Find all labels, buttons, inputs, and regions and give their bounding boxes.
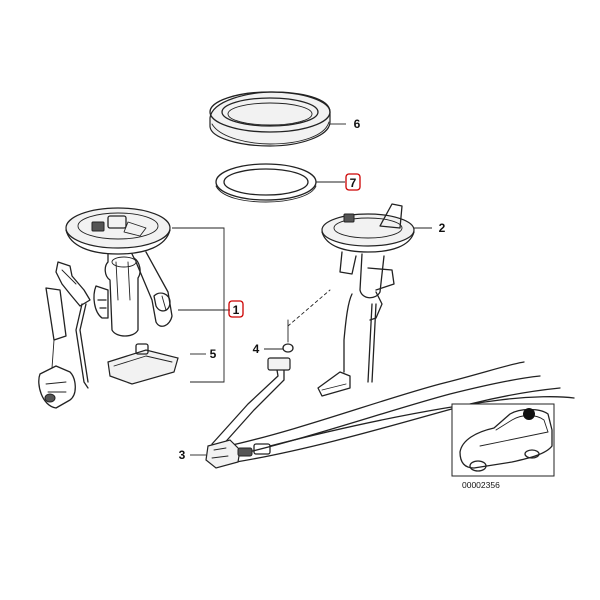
diagram-reference-code: 00002356 bbox=[462, 480, 500, 490]
part-2-fuel-level-sensor bbox=[317, 203, 415, 397]
callout-4: 4 bbox=[253, 342, 260, 356]
callout-label-5: 5 bbox=[210, 347, 217, 361]
part-6-seal-ring bbox=[209, 91, 331, 147]
part-7-gasket bbox=[215, 163, 317, 203]
fuel-tank-location-marker bbox=[523, 408, 535, 420]
callout-7: 7 bbox=[345, 173, 361, 191]
part-4-o-ring bbox=[282, 289, 331, 353]
part-5-filter bbox=[107, 343, 179, 385]
car-location-inset bbox=[451, 403, 555, 477]
callout-6: 6 bbox=[354, 117, 361, 131]
callout-label-2: 2 bbox=[439, 221, 446, 235]
callout-label-6: 6 bbox=[354, 117, 361, 131]
callout-label-7: 7 bbox=[350, 176, 357, 190]
part-1-bracket bbox=[172, 227, 225, 383]
callout-1: 1 bbox=[228, 300, 244, 318]
part-1-fuel-pump-assembly bbox=[38, 207, 173, 409]
callout-leaders bbox=[190, 123, 432, 456]
callout-label-3: 3 bbox=[179, 448, 186, 462]
callout-label-1: 1 bbox=[233, 303, 240, 317]
callout-label-4: 4 bbox=[253, 342, 260, 356]
callout-3: 3 bbox=[179, 448, 186, 462]
callout-2: 2 bbox=[439, 221, 446, 235]
callout-5: 5 bbox=[210, 347, 217, 361]
